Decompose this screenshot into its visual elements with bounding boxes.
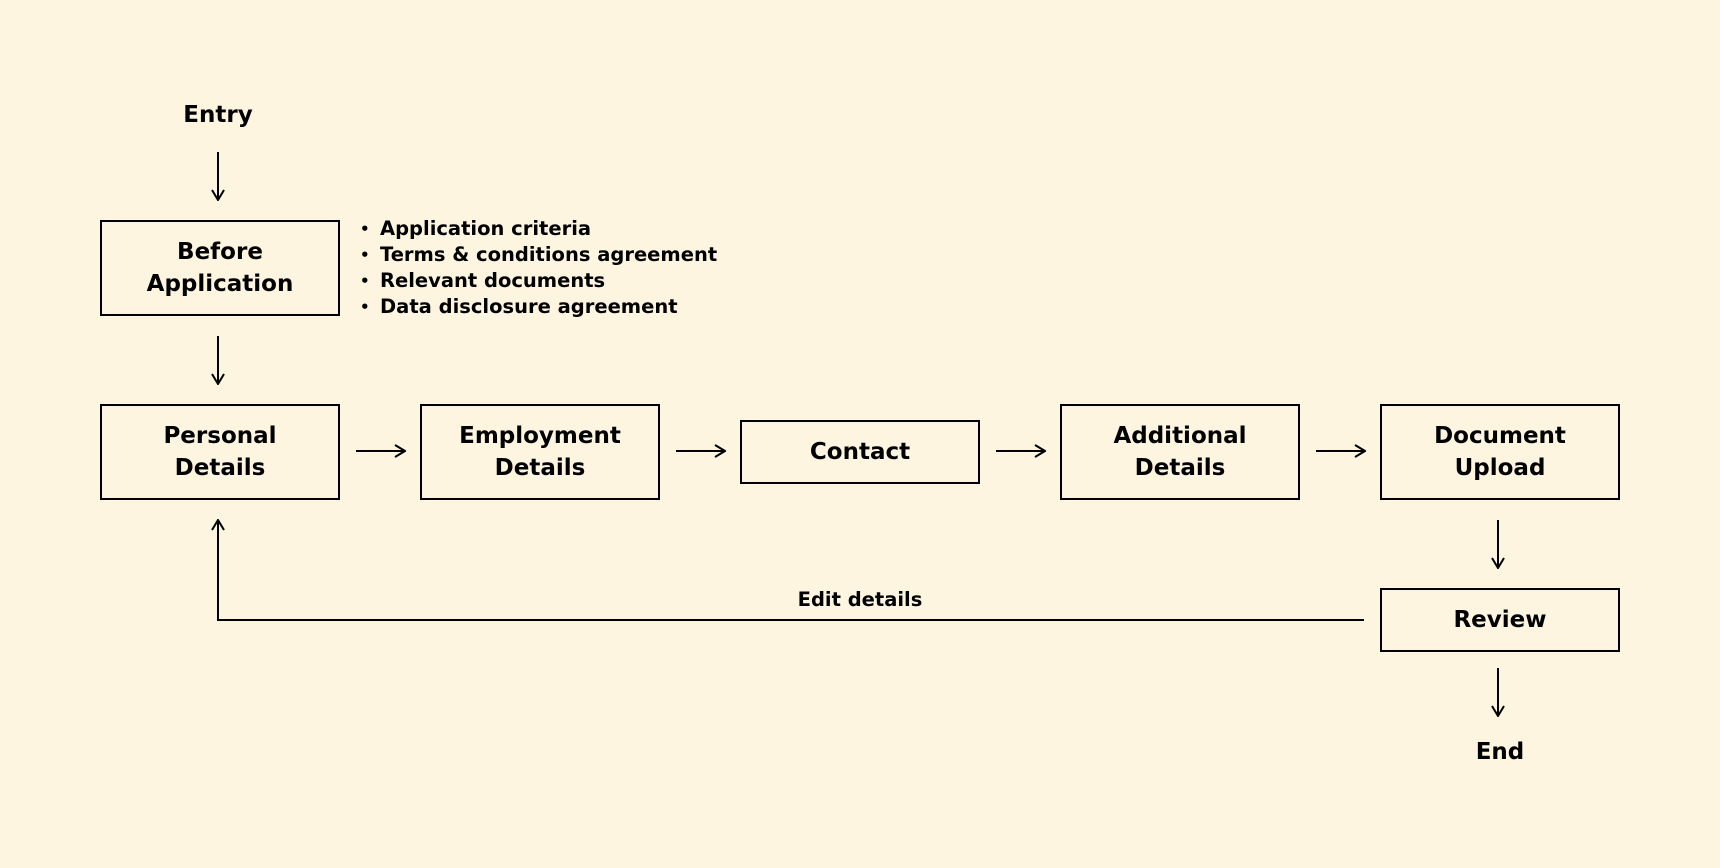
node-label: Document Upload <box>1434 423 1566 481</box>
before-application-notes: Application criteria Terms & conditions … <box>360 216 717 320</box>
node-before-application: Before Application <box>100 220 340 316</box>
node-label: Additional Details <box>1113 423 1247 481</box>
node-personal-details: Personal Details <box>100 404 340 500</box>
node-review: Review <box>1380 588 1620 652</box>
edit-details-label: Edit details <box>797 588 923 611</box>
note-item: Data disclosure agreement <box>360 294 717 320</box>
note-item: Relevant documents <box>360 268 717 294</box>
note-item: Application criteria <box>360 216 717 242</box>
node-label: Before Application <box>146 239 294 297</box>
note-item: Terms & conditions agreement <box>360 242 717 268</box>
entry-label: Entry <box>183 102 253 128</box>
node-contact: Contact <box>740 420 980 484</box>
node-label: Personal Details <box>163 423 277 481</box>
node-label: Review <box>1453 607 1547 633</box>
node-employment-details: Employment Details <box>420 404 660 500</box>
node-additional-details: Additional Details <box>1060 404 1300 500</box>
end-label: End <box>1475 739 1525 765</box>
node-document-upload: Document Upload <box>1380 404 1620 500</box>
arrow-review-loop-to-personal-details <box>218 520 1364 621</box>
node-label: Contact <box>809 439 911 465</box>
node-label: Employment Details <box>459 423 621 481</box>
